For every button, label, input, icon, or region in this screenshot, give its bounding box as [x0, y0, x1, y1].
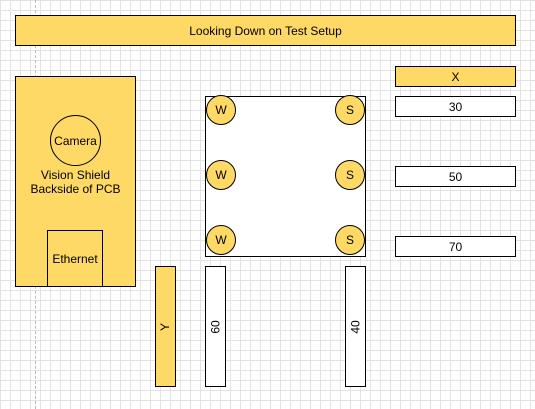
y-value-60: 60 [205, 266, 226, 387]
sensor-s-top-label: S [345, 103, 354, 117]
sensor-w-middle-label: W [215, 168, 227, 182]
pcb-caption: Vision Shield Backside of PCB [15, 167, 136, 197]
sensor-w-top: W [206, 95, 236, 125]
sensor-w-bottom-label: W [215, 233, 227, 247]
sensor-w-middle: W [206, 160, 236, 190]
x-value-70-label: 70 [448, 239, 463, 254]
camera-label: Camera [54, 133, 97, 148]
x-value-50: 50 [395, 166, 516, 187]
y-axis-header: Y [155, 266, 176, 387]
y-value-60-label: 60 [208, 319, 223, 334]
x-value-50-label: 50 [448, 169, 463, 184]
sensor-s-top: S [335, 95, 365, 125]
ethernet-port: Ethernet [47, 230, 103, 287]
x-value-30: 30 [395, 96, 516, 117]
sensor-s-middle-label: S [345, 168, 354, 182]
sensor-w-bottom: W [206, 225, 236, 255]
pcb-caption-line2: Backside of PCB [30, 182, 121, 196]
y-axis-label: Y [158, 322, 173, 331]
x-value-70: 70 [395, 236, 516, 257]
title-bar: Looking Down on Test Setup [15, 15, 516, 46]
title-text: Looking Down on Test Setup [189, 23, 342, 38]
x-axis-label: X [451, 69, 460, 84]
sensor-s-bottom-label: S [345, 233, 354, 247]
sensor-w-top-label: W [215, 103, 227, 117]
y-value-40: 40 [345, 266, 366, 387]
ethernet-label: Ethernet [52, 251, 98, 266]
pcb-caption-line1: Vision Shield [40, 168, 111, 182]
x-value-30-label: 30 [448, 99, 463, 114]
y-value-40-label: 40 [348, 319, 363, 334]
sensor-s-middle: S [335, 160, 365, 190]
sensor-s-bottom: S [335, 225, 365, 255]
camera-circle: Camera [50, 115, 101, 166]
x-axis-header: X [395, 66, 516, 87]
